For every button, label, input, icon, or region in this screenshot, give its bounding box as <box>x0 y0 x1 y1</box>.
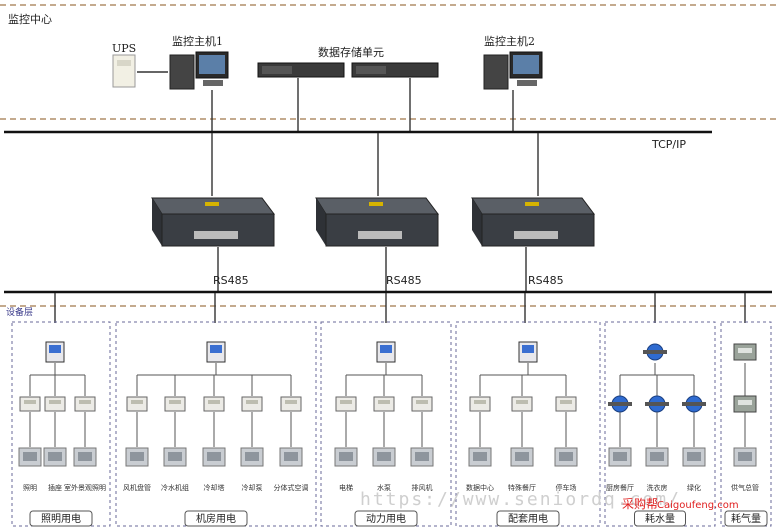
device-label: 室外景观照明 <box>64 483 106 492</box>
device-icon <box>733 447 757 467</box>
energy-meter-icon <box>241 396 263 412</box>
device-icon <box>645 447 669 467</box>
device-icon <box>125 447 149 467</box>
rs485-label-3: RS485 <box>528 274 564 287</box>
storage-label: 数据存储单元 <box>318 45 384 59</box>
device-icon <box>468 447 492 467</box>
device-icon <box>334 447 358 467</box>
device-label: 特殊餐厅 <box>508 483 536 492</box>
device-label: 冷水机组 <box>161 483 189 492</box>
device-icon <box>682 447 706 467</box>
device-label: 停车场 <box>556 483 577 492</box>
energy-meter-icon <box>469 396 491 412</box>
water-meter-icon <box>682 395 706 413</box>
rs485-label-1: RS485 <box>213 274 249 287</box>
group-name: 耗水量 <box>645 513 675 525</box>
energy-meter-icon <box>19 396 41 412</box>
device-icon <box>510 447 534 467</box>
device-label: 冷却塔 <box>204 483 225 492</box>
water-meter-icon <box>645 395 669 413</box>
device-label: 冷却泵 <box>242 483 263 492</box>
water-meter-icon <box>643 343 667 361</box>
gas-meter-icon <box>733 395 757 413</box>
energy-meter-icon <box>373 396 395 412</box>
device-layer-label: 设备层 <box>6 306 33 318</box>
energy-meter-icon <box>555 396 577 412</box>
brand-url: Caigoufeng.com <box>657 500 739 511</box>
desktop-computer-icon <box>483 51 543 90</box>
device-icon <box>240 447 264 467</box>
group-name: 配套用电 <box>508 512 548 525</box>
device-label: 排风机 <box>412 483 433 492</box>
energy-meter-icon <box>164 396 186 412</box>
device-groups: 照明 插座室外景观照明照明用电 风机盘管 冷水机组 冷却塔 冷却泵 分体式空调机房用电 电梯 水… <box>18 341 768 527</box>
brand-cn: 采购帮 <box>622 496 658 511</box>
device-icon <box>410 447 434 467</box>
group-name: 动力用电 <box>366 512 406 525</box>
rack-server-icon <box>351 62 439 78</box>
rs485-label-2: RS485 <box>386 274 422 287</box>
energy-meter-icon <box>335 396 357 412</box>
device-icon <box>608 447 632 467</box>
device-label: 供气总管 <box>731 483 759 492</box>
energy-meter-icon <box>44 396 66 412</box>
power-meter-icon <box>518 341 538 363</box>
ups-label: UPS <box>112 42 136 55</box>
rack-server-icon <box>257 62 345 78</box>
energy-meter-icon <box>74 396 96 412</box>
energy-meter-icon <box>280 396 302 412</box>
ups-unit <box>112 54 136 88</box>
device-icon <box>554 447 578 467</box>
device-icon <box>202 447 226 467</box>
network-switch-icon <box>471 197 595 247</box>
tcpip-label: TCP/IP <box>651 138 686 151</box>
device-label: 电梯 <box>339 483 353 492</box>
group-name: 照明用电 <box>41 512 81 525</box>
desktop-computer-icon <box>169 51 229 90</box>
power-meter-icon <box>376 341 396 363</box>
device-label: 厨房餐厅 <box>606 483 634 492</box>
energy-meter-icon <box>203 396 225 412</box>
network-switch-icon <box>151 197 275 247</box>
device-group: 照明 插座室外景观照明照明用电 <box>18 341 106 527</box>
device-label: 绿化 <box>687 483 701 492</box>
gas-meter-icon <box>733 343 757 361</box>
host2-label: 监控主机2 <box>484 34 535 48</box>
monitor-center-label: 监控中心 <box>8 12 52 26</box>
network-switch-icon <box>315 197 439 247</box>
device-label: 水泵 <box>377 483 391 492</box>
device-label: 分体式空调 <box>274 483 309 492</box>
watermark: https://www.seniordq.com/ <box>360 489 681 510</box>
energy-meter-icon <box>511 396 533 412</box>
device-label: 洗衣房 <box>647 483 668 492</box>
power-meter-icon <box>45 341 65 363</box>
energy-meter-icon <box>411 396 433 412</box>
device-icon <box>18 447 42 467</box>
group-name: 机房用电 <box>196 512 236 525</box>
device-label: 插座 <box>48 483 62 492</box>
device-label: 风机盘管 <box>123 483 151 492</box>
device-icon <box>372 447 396 467</box>
device-icon <box>73 447 97 467</box>
power-meter-icon <box>206 341 226 363</box>
host1-label: 监控主机1 <box>172 34 223 48</box>
water-meter-icon <box>608 395 632 413</box>
device-label: 照明 <box>23 484 37 492</box>
group-name: 耗气量 <box>731 512 761 525</box>
device-label: 数据中心 <box>466 483 494 492</box>
device-icon <box>43 447 67 467</box>
device-icon <box>279 447 303 467</box>
energy-meter-icon <box>126 396 148 412</box>
device-icon <box>163 447 187 467</box>
